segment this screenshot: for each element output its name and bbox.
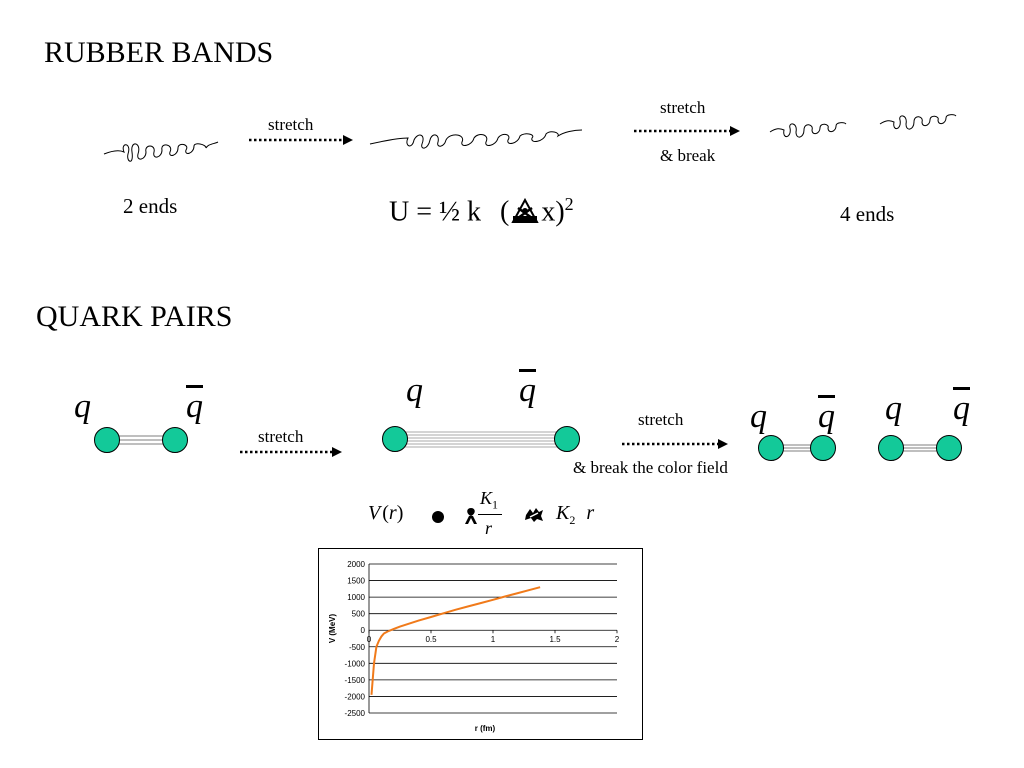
x-tick-label: 1: [491, 635, 496, 644]
potential-chart: 2000150010005000-500-1000-1500-2000-2500…: [328, 560, 620, 733]
garbled-plus-icon: [525, 508, 543, 522]
rubber-break-label: & break: [660, 146, 716, 165]
antiquark-label: q: [519, 372, 536, 409]
quark-pair-broken-left: [758, 435, 836, 461]
antiquark-ball: [810, 435, 836, 461]
formula-k1: K: [480, 488, 493, 508]
y-tick-label: -1000: [345, 659, 366, 668]
x-axis-label: r (fm): [475, 724, 496, 733]
formula-paren-close: ): [396, 502, 404, 524]
formula-r: r: [586, 502, 595, 524]
formula-k2: K: [556, 502, 570, 524]
quark-label: q: [74, 388, 91, 425]
rubber-bands-heading: RUBBER BANDS: [44, 36, 274, 69]
antiquark-label: q: [186, 388, 203, 425]
y-tick-label: 0: [361, 626, 366, 635]
energy-eq-close: x): [541, 196, 565, 228]
rubber-stretch-label-2: stretch: [660, 98, 706, 117]
antiquark-ball: [554, 426, 580, 452]
dotted-arrow-icon: [240, 447, 342, 457]
y-tick-label: 500: [352, 610, 366, 619]
quark-label: q: [885, 390, 902, 427]
stretched-rubber-band: [369, 129, 583, 149]
broken-rubber-band-left: [769, 122, 847, 138]
formula-v: V: [368, 502, 381, 524]
series-line: [370, 586, 541, 695]
y-tick-label: 1000: [347, 593, 365, 602]
y-axis-label: V (MeV): [328, 614, 337, 644]
garbled-minus-icon: [465, 508, 477, 524]
quark-pairs-heading: QUARK PAIRS: [36, 300, 233, 333]
quark-ball: [878, 435, 904, 461]
energy-eq-open: (: [500, 196, 510, 228]
dotted-arrow-icon: [249, 135, 353, 145]
y-tick-label: -500: [349, 643, 366, 652]
antiquark-ball: [936, 435, 962, 461]
energy-equation: U = ½ k ( x)2: [389, 194, 574, 228]
four-ends-label: 4 ends: [840, 202, 895, 226]
formula-k1-sub: 1: [492, 497, 499, 512]
quark-ball: [94, 427, 120, 453]
two-ends-label: 2 ends: [123, 194, 178, 218]
garbled-delta-icon: [511, 198, 540, 224]
formula-r-arg: r: [388, 502, 397, 524]
x-tick-label: 2: [615, 635, 620, 644]
formula-paren-open: (: [382, 502, 389, 524]
dotted-arrow-icon: [622, 439, 728, 449]
y-tick-label: 2000: [347, 560, 365, 569]
x-tick-label: 1.5: [549, 635, 561, 644]
energy-eq-lhs: U = ½ k: [389, 196, 482, 228]
x-tick-label: 0: [367, 635, 372, 644]
quark-stretch-label-2: stretch: [638, 410, 684, 429]
quark-ball: [758, 435, 784, 461]
quark-pair-short: [94, 427, 188, 453]
rubber-stretch-label-1: stretch: [268, 115, 314, 134]
formula-denominator: r: [485, 518, 493, 538]
quark-pair-stretched: [382, 426, 580, 452]
quark-stretch-label-1: stretch: [258, 427, 304, 446]
energy-eq-power: 2: [564, 194, 574, 214]
relaxed-rubber-band: [103, 141, 219, 162]
y-tick-label: -2000: [345, 692, 366, 701]
y-tick-label: -2500: [345, 709, 366, 718]
quark-break-label: & break the color field: [573, 458, 728, 477]
quark-label: q: [406, 372, 423, 409]
quark-label: q: [750, 398, 767, 435]
bullet-icon: [432, 511, 444, 523]
quark-ball: [382, 426, 408, 452]
fraction-bar: [478, 514, 502, 515]
antiquark-label: q: [953, 390, 970, 427]
antiquark-ball: [162, 427, 188, 453]
formula-k2-sub: 2: [569, 513, 576, 527]
broken-rubber-band-right: [879, 114, 957, 130]
quark-pair-broken-right: [878, 435, 962, 461]
dotted-arrow-icon: [634, 126, 740, 136]
antiquark-label: q: [818, 398, 835, 435]
y-tick-label: 1500: [347, 577, 365, 586]
x-tick-label: 0.5: [425, 635, 437, 644]
y-tick-label: -1500: [345, 676, 366, 685]
